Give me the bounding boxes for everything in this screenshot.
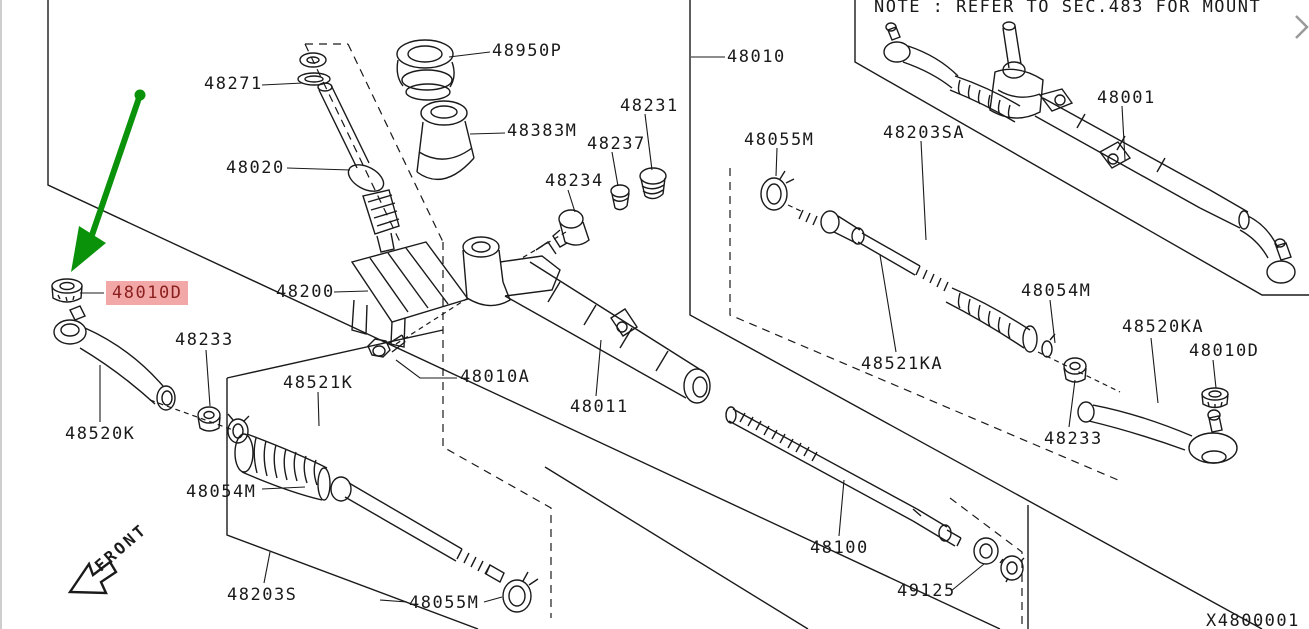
part-sketch-48233-left — [197, 406, 221, 432]
part-sketch-48950P — [396, 39, 455, 101]
selection-arrow — [71, 89, 146, 272]
part-label-48521KA[interactable]: 48521KA — [861, 354, 944, 374]
parts-artwork — [51, 21, 1296, 613]
part-label-48010D-selected[interactable]: 48010D — [106, 281, 189, 305]
part-sketch-48233-right — [1063, 357, 1087, 383]
part-label-48011[interactable]: 48011 — [570, 397, 629, 417]
part-sketch-48203SA-rod — [798, 209, 1056, 358]
part-label-48200[interactable]: 48200 — [276, 282, 335, 302]
diagram-code: X4800001 — [1206, 611, 1300, 629]
part-label-48234[interactable]: 48234 — [545, 171, 604, 191]
part-label-48010D-right[interactable]: 48010D — [1189, 341, 1260, 361]
part-label-48271[interactable]: 48271 — [204, 74, 263, 94]
part-label-48001[interactable]: 48001 — [1097, 88, 1156, 108]
part-sketch-48234 — [552, 209, 590, 248]
part-sketch-49125 — [973, 537, 1025, 583]
front-direction-arrow — [67, 560, 118, 595]
part-sketch-48010D-nut-left — [51, 278, 83, 303]
part-sketch-48520K — [53, 305, 176, 411]
part-label-48203S[interactable]: 48203S — [227, 585, 298, 605]
part-label-48020[interactable]: 48020 — [226, 158, 285, 178]
part-label-48233-left[interactable]: 48233 — [175, 330, 234, 350]
part-label-48054M-right[interactable]: 48054M — [1021, 281, 1092, 301]
part-label-48383M[interactable]: 48383M — [507, 121, 578, 141]
part-label-48055M-upper[interactable]: 48055M — [744, 130, 815, 150]
part-label-48520KA[interactable]: 48520KA — [1122, 317, 1205, 337]
part-label-48950P[interactable]: 48950P — [492, 41, 563, 61]
part-sketch-48020 — [317, 82, 400, 253]
part-label-48521K[interactable]: 48521K — [283, 373, 354, 393]
part-label-48231[interactable]: 48231 — [620, 96, 679, 116]
part-label-48203SA[interactable]: 48203SA — [883, 123, 966, 143]
part-sketch-48054M-boot-left — [234, 433, 331, 501]
part-sketch-48055M-clamp-right — [760, 170, 795, 211]
note-text: NOTE : REFER TO SEC.483 FOR MOUNT — [874, 0, 1262, 17]
part-sketch-48237 — [610, 184, 630, 211]
part-label-48055M-lower[interactable]: 48055M — [409, 593, 480, 613]
part-label-48010[interactable]: 48010 — [727, 47, 786, 67]
part-sketch-48520KA — [1077, 401, 1238, 464]
part-label-49125[interactable]: 49125 — [897, 581, 956, 601]
part-label-48233-right[interactable]: 48233 — [1044, 429, 1103, 449]
part-label-48520K[interactable]: 48520K — [65, 424, 136, 444]
part-sketch-48055M-clamp-left — [502, 571, 539, 613]
part-sketch-48010-assembly — [883, 21, 1296, 284]
next-chevron-icon[interactable] — [1295, 15, 1309, 39]
part-sketch-48383M — [416, 100, 475, 181]
part-sketch-48271 — [297, 52, 331, 86]
part-label-48100[interactable]: 48100 — [810, 538, 869, 558]
part-sketch-48010A — [367, 334, 406, 358]
part-label-48010A[interactable]: 48010A — [460, 367, 531, 387]
part-label-48054M-left[interactable]: 48054M — [186, 482, 257, 502]
part-sketch-48010D-nut-right — [1201, 387, 1229, 409]
part-sketch-48231 — [639, 167, 667, 200]
part-sketch-48100-rack — [725, 406, 962, 547]
part-sketch-48011-housing — [462, 236, 711, 404]
part-sketch-48521K-rod — [330, 476, 505, 583]
part-label-48237[interactable]: 48237 — [587, 134, 646, 154]
